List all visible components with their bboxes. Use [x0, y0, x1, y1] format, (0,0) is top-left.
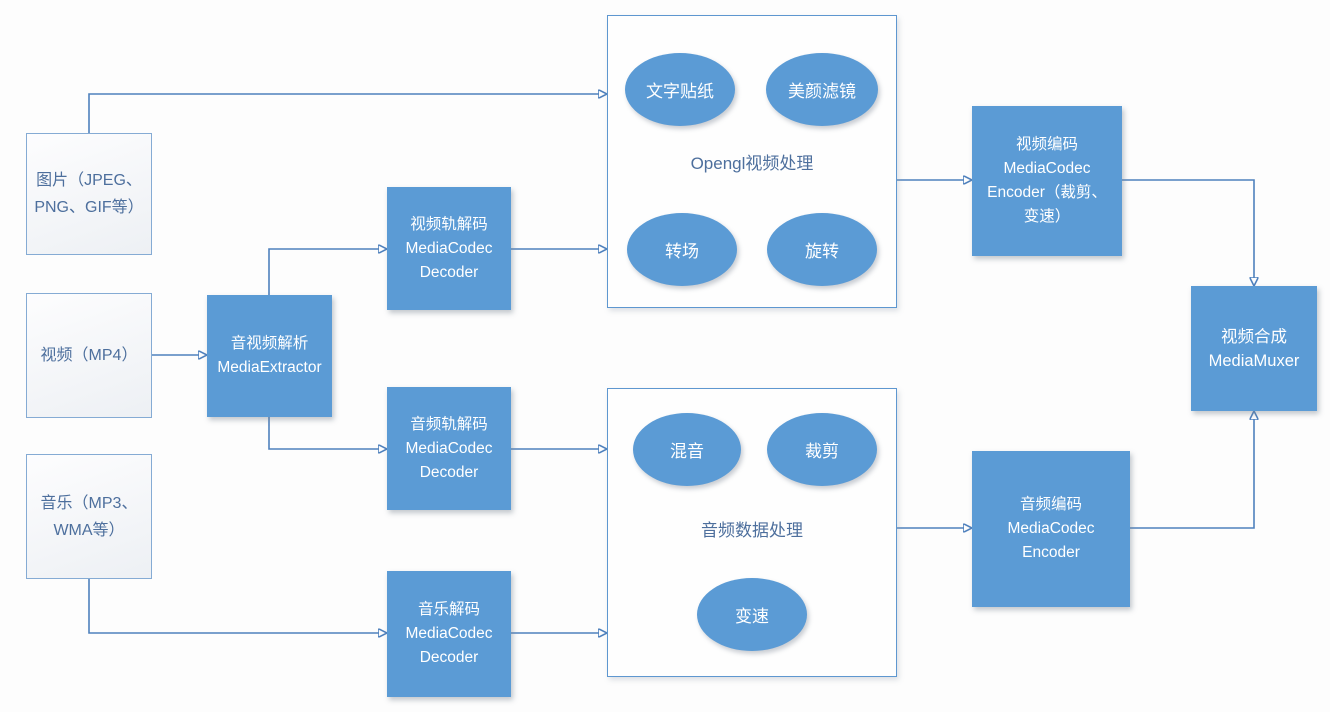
connector-image-to-opengl — [88, 94, 599, 133]
video-track-decoder-box: 视频轨解码 MediaCodec Decoder — [387, 187, 511, 310]
rotate-ellipse: 旋转 — [767, 213, 877, 286]
transition-ellipse: 转场 — [627, 213, 737, 286]
connector-extractor-to-videodecoder — [268, 249, 379, 295]
source-video-box: 视频（MP4） — [26, 293, 152, 418]
connector-audioencoder-to-muxer — [1130, 419, 1254, 529]
audio-encoder-box: 音频编码 MediaCodec Encoder — [972, 451, 1130, 607]
connector-videoencoder-to-muxer — [1122, 179, 1254, 278]
audio-data-processing-container: 混音 裁剪 音频数据处理 变速 — [607, 388, 897, 677]
opengl-video-processing-label: Opengl视频处理 — [690, 154, 814, 173]
media-extractor-box: 音视频解析 MediaExtractor — [207, 295, 332, 417]
audio-track-decoder-box: 音频轨解码 MediaCodec Decoder — [387, 387, 511, 510]
text-sticker-ellipse: 文字贴纸 — [625, 53, 735, 126]
video-encoder-box: 视频编码 MediaCodec Encoder（裁剪、 变速） — [972, 106, 1122, 256]
speed-change-ellipse: 变速 — [697, 578, 807, 651]
connector-extractor-to-audiodecoder — [268, 417, 379, 449]
music-decoder-box: 音乐解码 MediaCodec Decoder — [387, 571, 511, 697]
connector-music-to-musicdecoder — [88, 579, 379, 633]
trim-ellipse: 裁剪 — [767, 413, 877, 486]
source-music-box: 音乐（MP3、 WMA等） — [26, 454, 152, 579]
source-image-box: 图片（JPEG、 PNG、GIF等） — [26, 133, 152, 255]
mix-ellipse: 混音 — [633, 413, 741, 486]
beauty-filter-ellipse: 美颜滤镜 — [766, 53, 878, 126]
opengl-video-processing-container: 文字贴纸 美颜滤镜 Opengl视频处理 转场 旋转 — [607, 15, 897, 308]
audio-data-processing-label: 音频数据处理 — [701, 521, 803, 540]
media-muxer-box: 视频合成 MediaMuxer — [1191, 286, 1317, 411]
